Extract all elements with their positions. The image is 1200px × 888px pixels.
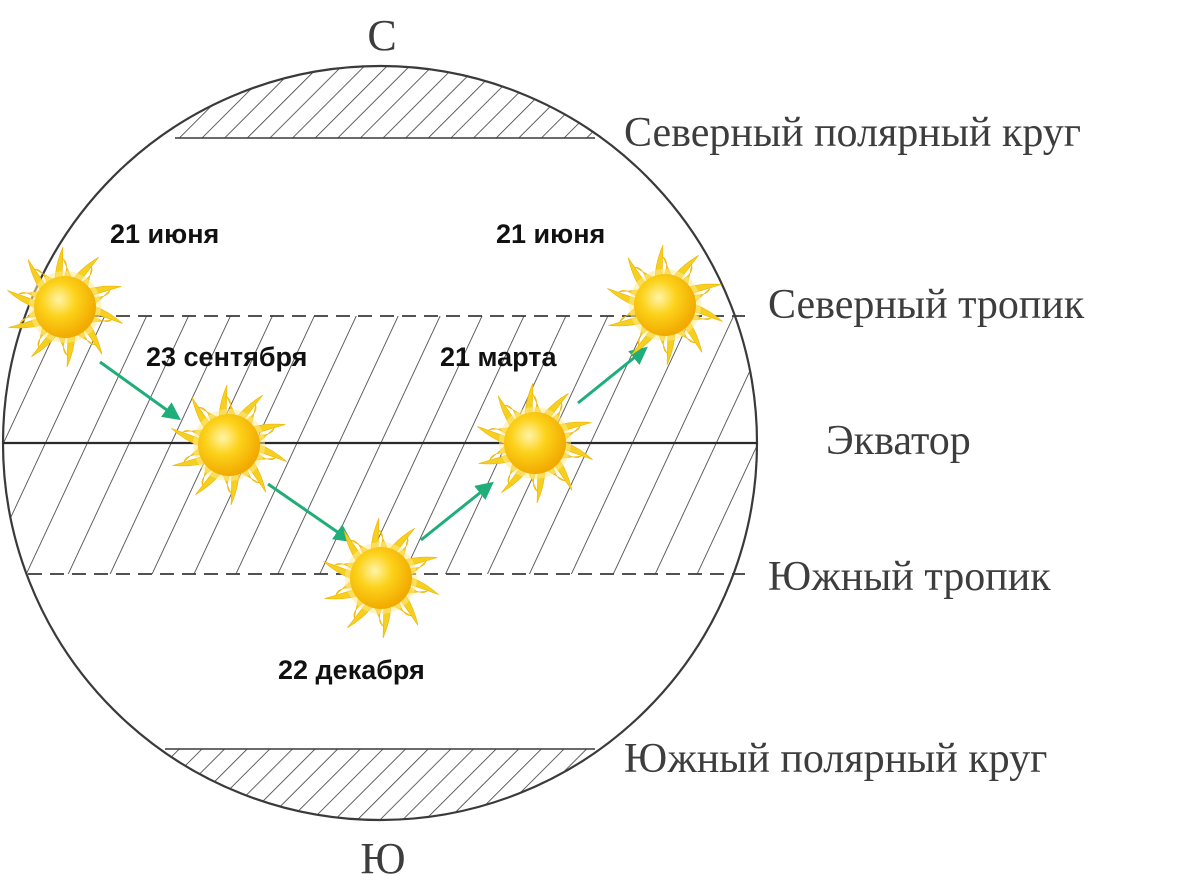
- arrow-march-to-june: [577, 346, 648, 405]
- date-label-june-left: 21 июня: [110, 219, 219, 249]
- arctic-circle-label: Северный полярный круг: [624, 110, 1081, 156]
- sun-icon: [171, 384, 287, 506]
- north-pole-label: С: [367, 11, 396, 60]
- south-pole-label: Ю: [360, 834, 405, 883]
- sun-core: [634, 274, 696, 336]
- date-label-december: 22 декабря: [278, 655, 425, 685]
- sun-core: [34, 276, 96, 338]
- antarctic-circle-label: Южный полярный круг: [624, 736, 1047, 782]
- tropics-zone-hatch: [3, 316, 757, 574]
- date-label-september: 23 сентября: [146, 342, 307, 372]
- sun-icon: [7, 246, 123, 368]
- sun-core: [350, 547, 412, 609]
- sun-icon: [323, 517, 439, 639]
- equator-label: Экватор: [826, 418, 971, 464]
- date-label-june-right: 21 июня: [496, 219, 605, 249]
- date-label-march: 21 марта: [440, 342, 558, 372]
- arrow-june-to-september: [99, 360, 181, 421]
- arrow-december-to-march: [420, 481, 494, 542]
- tropic-south-label: Южный тропик: [768, 554, 1051, 600]
- sun-core: [198, 414, 260, 476]
- sun-icon: [477, 382, 593, 504]
- tropic-north-label: Северный тропик: [768, 282, 1085, 328]
- arrow-september-to-december: [267, 482, 352, 543]
- sun-core: [504, 412, 566, 474]
- sun-icon: [607, 244, 723, 366]
